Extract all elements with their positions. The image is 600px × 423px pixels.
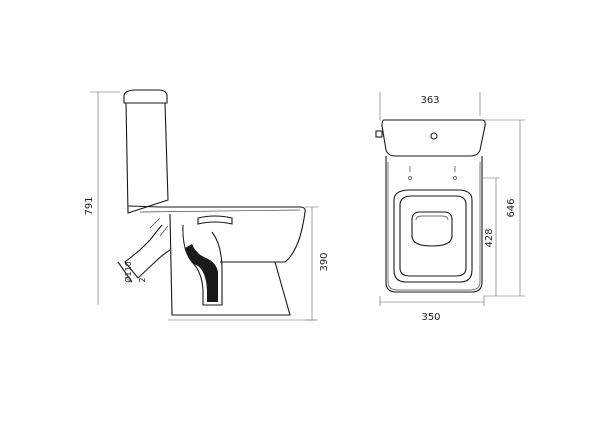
fixing-hole-right [453,176,457,180]
tank-side-nub [375,130,383,138]
seat-inner [399,195,467,277]
bowl-rim [127,205,306,263]
tank-body [125,102,169,214]
pedestal [169,213,291,316]
tank-top [381,119,486,157]
tank-lid [123,89,168,104]
tank-width-extension-lines [379,92,481,120]
fixing-hole-left [408,176,412,180]
pan-height-label: 390 [319,252,330,271]
pan-outline [385,156,483,293]
outlet-height-label: 2 [138,277,147,282]
seat-outer [393,189,473,283]
bowl-rim-detail [415,215,449,221]
depth-extension-lines [484,119,525,297]
pan-width-label: 350 [421,312,440,323]
bowl-opening [411,211,453,247]
pan-width-dimension-line [379,296,485,306]
seat-depth-label: 428 [484,228,495,247]
seat-depth-dimension-line [482,177,500,296]
trap-water [185,244,218,302]
outlet-pipe [124,224,171,279]
pan-inner-outline [387,162,481,291]
total-depth-label: 646 [506,198,517,217]
tank-width-label: 363 [420,95,439,106]
flush-button [430,132,438,140]
top-view: 363 646 428 350 [375,92,525,323]
seat-line [139,209,301,213]
side-view: 791 390 Ø110 2 [84,89,330,321]
outlet-diameter-label: Ø110 [123,261,133,283]
seat-hinge [197,215,233,225]
fixing-hole-marks [409,166,456,172]
outlet-end [117,261,133,283]
outlet-detail [149,217,169,237]
total-height-label: 791 [84,196,95,215]
pan-height-dimension-line [305,206,318,321]
